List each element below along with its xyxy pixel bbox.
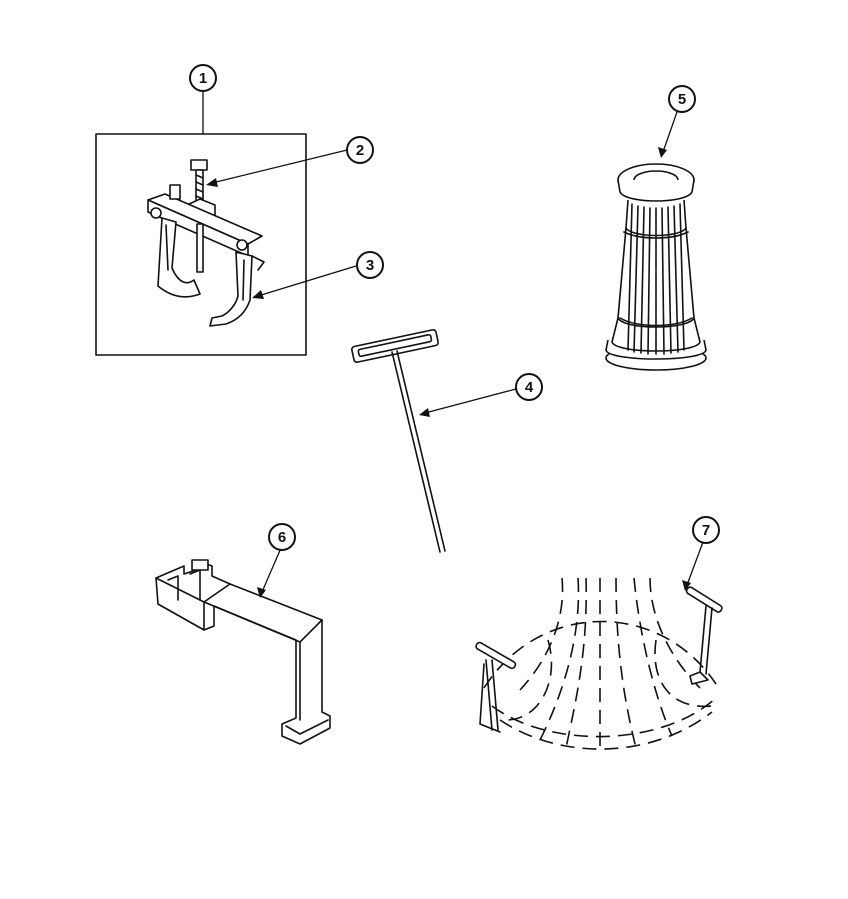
leader-2	[211, 149, 348, 184]
svg-text:2: 2	[356, 142, 364, 159]
callout-5: 5	[668, 85, 696, 113]
svg-text:1: 1	[199, 70, 207, 87]
leader-4	[424, 388, 517, 414]
part-6-bracket	[155, 559, 331, 745]
leader-6	[261, 547, 282, 593]
tub-outline	[483, 620, 717, 689]
callout-3: 3	[356, 251, 384, 279]
part-4-t-handle-wrench	[351, 328, 446, 553]
leader-3	[257, 265, 357, 297]
svg-text:4: 4	[525, 379, 534, 396]
callout-4: 4	[515, 373, 543, 401]
callout-7: 7	[692, 516, 720, 544]
part-5-filter-cone	[605, 163, 707, 371]
part-3-puller-jaw	[209, 251, 253, 327]
part-1-frame-box	[95, 133, 307, 356]
puller-left-jaw	[157, 217, 201, 298]
svg-text:6: 6	[278, 529, 286, 546]
leader-5	[662, 111, 678, 153]
svg-text:7: 7	[702, 522, 710, 539]
svg-text:3: 3	[366, 257, 374, 274]
leader-7	[686, 541, 704, 586]
svg-text:5: 5	[678, 91, 686, 108]
callout-1: 1	[189, 64, 217, 92]
part-7-tub-clips	[475, 577, 723, 752]
callout-6: 6	[268, 523, 296, 551]
callout-2: 2	[346, 136, 374, 164]
part-1-gear-puller-assembly	[95, 92, 307, 356]
